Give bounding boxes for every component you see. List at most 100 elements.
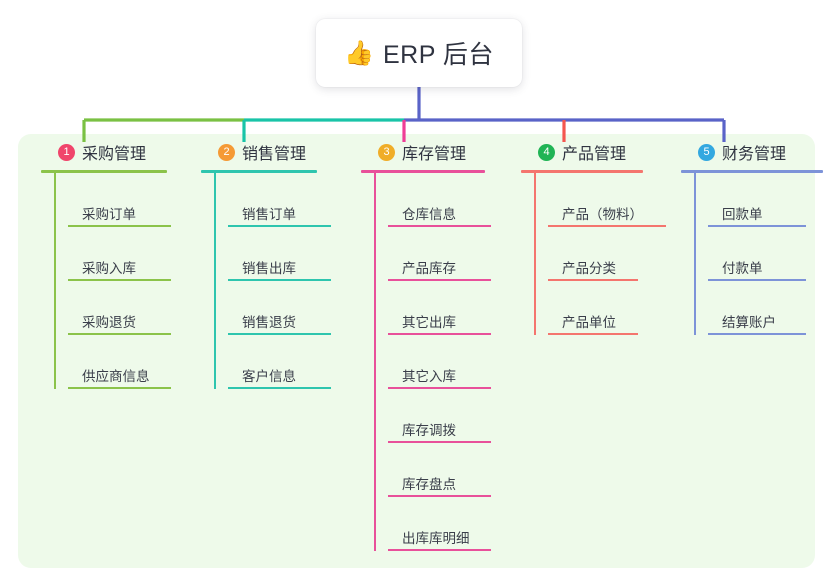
branch-item-label: 库存盘点 bbox=[402, 477, 456, 492]
branch-items-3: 仓库信息产品库存其它出库其它入库库存调拨库存盘点出库库明细 bbox=[360, 173, 520, 551]
branch-item[interactable]: 采购订单 bbox=[68, 173, 200, 227]
branch-item-label: 产品单位 bbox=[562, 315, 616, 330]
branch-item-label: 采购订单 bbox=[82, 207, 136, 222]
branch-item[interactable]: 其它出库 bbox=[388, 281, 520, 335]
branch-item-rule bbox=[68, 225, 171, 227]
branch-item[interactable]: 其它入库 bbox=[388, 335, 520, 389]
branch-item[interactable]: 产品库存 bbox=[388, 227, 520, 281]
branch-header-rule bbox=[681, 170, 823, 173]
branch-item-rule bbox=[548, 225, 666, 227]
branch-item[interactable]: 销售退货 bbox=[228, 281, 360, 335]
branch-item[interactable]: 产品单位 bbox=[548, 281, 680, 335]
branch-item[interactable]: 产品（物料） bbox=[548, 173, 680, 227]
branch-item-label: 仓库信息 bbox=[402, 207, 456, 222]
branch-item-rule bbox=[548, 279, 638, 281]
branch-item-label: 付款单 bbox=[722, 261, 763, 276]
branch-item[interactable]: 销售订单 bbox=[228, 173, 360, 227]
branch-item-label: 产品（物料） bbox=[562, 207, 643, 222]
branch-item-rule bbox=[228, 387, 331, 389]
branch-items-4: 产品（物料） 产品分类产品单位 bbox=[520, 173, 680, 335]
root-node-card[interactable]: 👍 ERP 后台 bbox=[316, 19, 522, 87]
branch-number-badge: 1 bbox=[58, 143, 75, 161]
branch-header-5[interactable]: 5 财务管理 bbox=[680, 134, 839, 170]
branch-number-badge: 2 bbox=[218, 143, 235, 161]
branch-spine bbox=[694, 173, 696, 335]
branch-item[interactable]: 回款单 bbox=[708, 173, 839, 227]
branch-title: 采购管理 bbox=[82, 146, 147, 163]
branch-spine bbox=[374, 173, 376, 551]
branch-columns: 1 采购管理采购订单采购入库采购退货供应商信息 2 销售管理销售订单销售出库销售退货客… bbox=[18, 134, 823, 568]
branch-item-rule bbox=[388, 279, 491, 281]
branch-item-label: 产品库存 bbox=[402, 261, 456, 276]
branch-column-3: 3 库存管理仓库信息产品库存其它出库其它入库库存调拨库存盘点出库库明细 bbox=[360, 134, 520, 551]
branch-item-rule bbox=[228, 279, 331, 281]
root-node-title: ERP 后台 bbox=[382, 41, 494, 69]
branch-item-rule bbox=[708, 279, 806, 281]
branch-title: 产品管理 bbox=[562, 146, 627, 163]
branch-header-rule bbox=[521, 170, 643, 173]
branch-item-rule bbox=[388, 225, 491, 227]
branch-items-2: 销售订单销售出库销售退货客户信息 bbox=[200, 173, 360, 389]
branch-header-rule bbox=[201, 170, 317, 173]
branch-item-label: 供应商信息 bbox=[82, 369, 150, 384]
branch-items-5: 回款单付款单结算账户 bbox=[680, 173, 839, 335]
branch-item-label: 回款单 bbox=[722, 207, 763, 222]
branch-item-rule bbox=[388, 549, 491, 551]
branch-item-rule bbox=[388, 333, 491, 335]
branch-item-label: 采购入库 bbox=[82, 261, 136, 276]
branch-item[interactable]: 供应商信息 bbox=[68, 335, 200, 389]
branch-item-rule bbox=[228, 225, 331, 227]
branch-item[interactable]: 客户信息 bbox=[228, 335, 360, 389]
branch-item-rule bbox=[388, 441, 491, 443]
branch-title: 销售管理 bbox=[242, 146, 307, 163]
branch-spine bbox=[54, 173, 56, 389]
branch-item-rule bbox=[388, 387, 491, 389]
branch-item[interactable]: 采购入库 bbox=[68, 227, 200, 281]
branch-item[interactable]: 销售出库 bbox=[228, 227, 360, 281]
branch-item[interactable]: 库存调拨 bbox=[388, 389, 520, 443]
branch-item-rule bbox=[68, 387, 171, 389]
branch-items-1: 采购订单采购入库采购退货供应商信息 bbox=[40, 173, 200, 389]
branch-item-label: 库存调拨 bbox=[402, 423, 456, 438]
branch-item-label: 其它出库 bbox=[402, 315, 456, 330]
branch-item-rule bbox=[548, 333, 638, 335]
branch-column-2: 2 销售管理销售订单销售出库销售退货客户信息 bbox=[200, 134, 360, 389]
branch-item-label: 其它入库 bbox=[402, 369, 456, 384]
branch-item-label: 结算账户 bbox=[722, 315, 776, 330]
branch-spine bbox=[214, 173, 216, 389]
branch-column-5: 5 财务管理回款单付款单结算账户 bbox=[680, 134, 839, 335]
branch-item[interactable]: 产品分类 bbox=[548, 227, 680, 281]
branch-header-rule bbox=[361, 170, 485, 173]
branch-item-rule bbox=[708, 225, 806, 227]
branch-header-2[interactable]: 2 销售管理 bbox=[200, 134, 360, 170]
branch-item-rule bbox=[68, 333, 171, 335]
thumbs-up-icon: 👍 bbox=[344, 39, 374, 67]
branch-item[interactable]: 仓库信息 bbox=[388, 173, 520, 227]
branch-item-rule bbox=[68, 279, 171, 281]
branch-item-rule bbox=[228, 333, 331, 335]
branch-number-badge: 5 bbox=[698, 143, 715, 161]
branch-column-1: 1 采购管理采购订单采购入库采购退货供应商信息 bbox=[40, 134, 200, 389]
branch-item[interactable]: 采购退货 bbox=[68, 281, 200, 335]
branch-title: 库存管理 bbox=[402, 146, 467, 163]
branch-item-rule bbox=[708, 333, 806, 335]
branch-item-label: 出库库明细 bbox=[402, 531, 470, 546]
branch-item[interactable]: 库存盘点 bbox=[388, 443, 520, 497]
branch-item-label: 销售退货 bbox=[242, 315, 296, 330]
branch-title: 财务管理 bbox=[722, 146, 787, 163]
branch-number-badge: 3 bbox=[378, 143, 395, 161]
branch-header-rule bbox=[41, 170, 167, 173]
branch-header-3[interactable]: 3 库存管理 bbox=[360, 134, 520, 170]
branch-spine bbox=[534, 173, 536, 335]
branch-item[interactable]: 付款单 bbox=[708, 227, 839, 281]
branch-item[interactable]: 结算账户 bbox=[708, 281, 839, 335]
branch-item[interactable]: 出库库明细 bbox=[388, 497, 520, 551]
branch-item-rule bbox=[388, 495, 491, 497]
branch-item-label: 采购退货 bbox=[82, 315, 136, 330]
branch-item-label: 客户信息 bbox=[242, 369, 296, 384]
branch-item-label: 销售出库 bbox=[242, 261, 296, 276]
branch-header-1[interactable]: 1 采购管理 bbox=[40, 134, 200, 170]
